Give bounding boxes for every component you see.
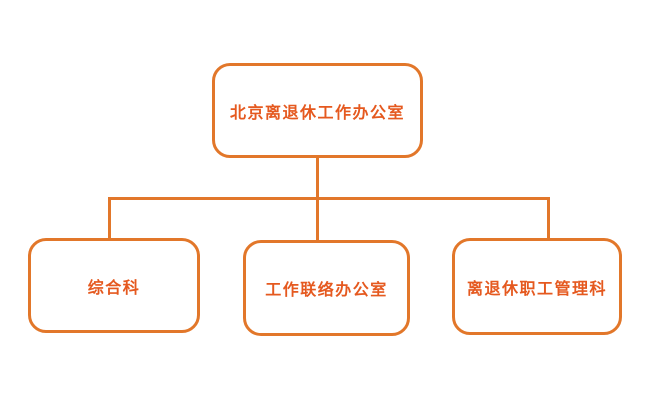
org-node-child-retiree-management: 离退休职工管理科: [452, 238, 622, 335]
org-node-child-label: 离退休职工管理科: [466, 280, 607, 298]
connector-drop-right: [547, 197, 550, 239]
org-node-child-general-section: 综合科: [28, 238, 200, 333]
org-node-child-liaison-office: 工作联络办公室: [243, 240, 410, 336]
org-node-root-label: 北京离退休工作办公室: [229, 104, 405, 122]
org-node-child-label: 综合科: [87, 279, 141, 297]
connector-horizontal-rail: [108, 197, 550, 200]
org-node-child-label: 工作联络办公室: [265, 282, 388, 299]
connector-drop-left: [108, 197, 111, 239]
org-node-root: 北京离退休工作办公室: [212, 63, 423, 158]
